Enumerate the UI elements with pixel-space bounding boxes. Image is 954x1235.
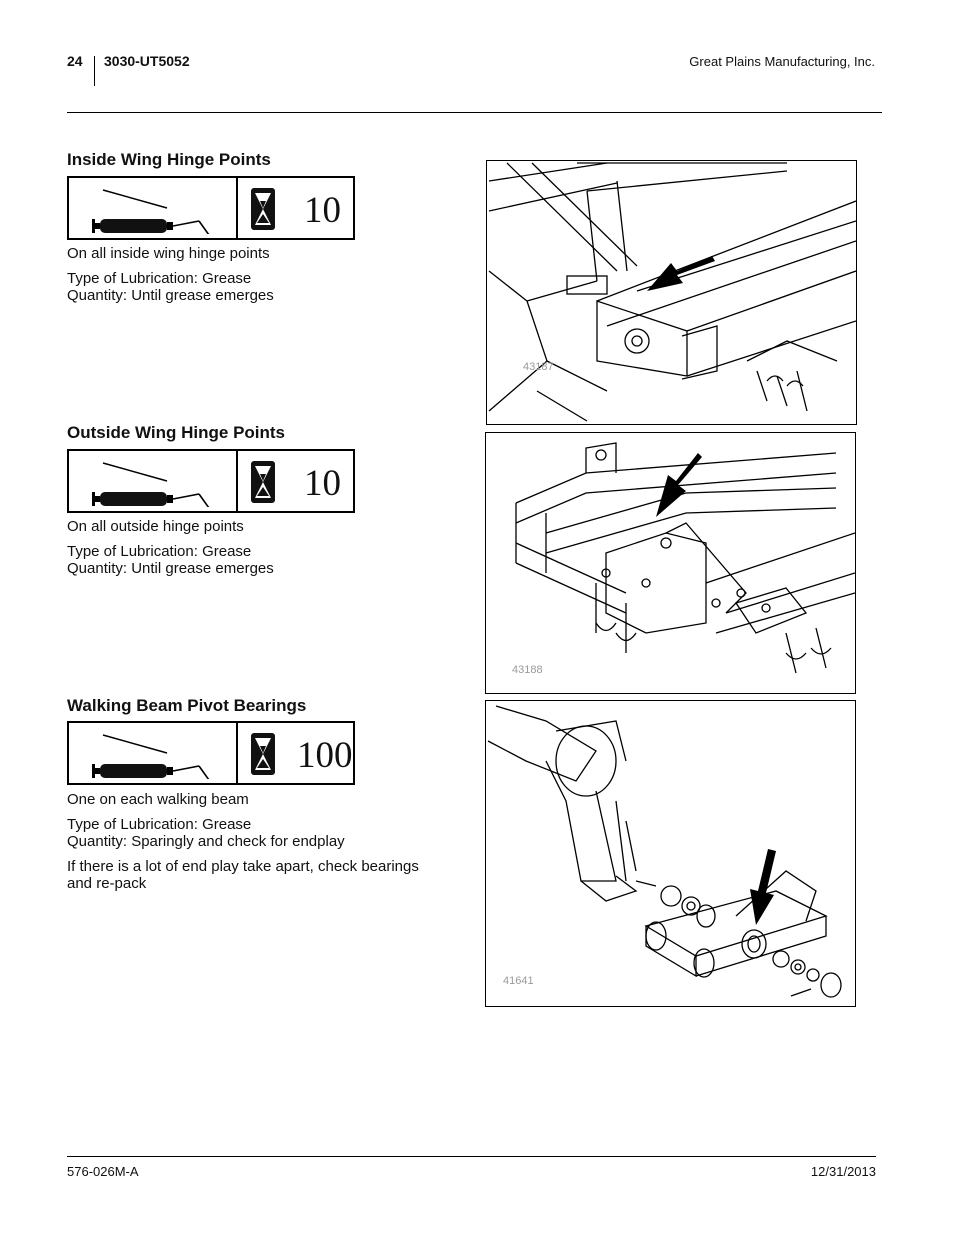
interval-cell: 100 (238, 723, 353, 783)
lube-interval-box: 10 (67, 449, 355, 513)
header-rule (67, 112, 882, 113)
interval-cell: 10 (238, 178, 353, 238)
header-divider (94, 56, 95, 86)
hourglass-icon (251, 733, 275, 775)
publication-date: 12/31/2013 (810, 1164, 876, 1179)
lube-interval-box: 10 (67, 176, 355, 240)
hourglass-icon (251, 461, 275, 503)
footer-rule (67, 1156, 876, 1157)
arrow-icon (750, 849, 776, 925)
interval-value: 10 (304, 463, 341, 504)
company-name: Great Plains Manufacturing, Inc. (689, 54, 875, 69)
arrow-icon (656, 453, 702, 517)
section-title-outside-wing: Outside Wing Hinge Points (67, 423, 286, 442)
figure-number: 41641 (503, 975, 534, 987)
page-number: 24 (67, 53, 83, 69)
interval-value: 10 (304, 190, 341, 231)
location-text: On all inside wing hinge points (67, 245, 270, 262)
lubrication-type-text: Type of Lubrication: Grease (67, 543, 252, 560)
grease-gun-cell (69, 178, 238, 238)
lubrication-type-text: Type of Lubrication: Grease (67, 270, 252, 287)
part-number: 576-026M-A (67, 1164, 139, 1179)
figure-number: 43188 (512, 664, 543, 676)
grease-gun-icon (92, 462, 210, 507)
section-title-walking-beam: Walking Beam Pivot Bearings (67, 696, 307, 715)
quantity-text: Quantity: Sparingly and check for endpla… (67, 833, 345, 850)
location-text: On all outside hinge points (67, 518, 244, 535)
location-text: One on each walking beam (67, 791, 249, 808)
figure-outside-wing-hinge: 43188 (485, 432, 856, 694)
figure-walking-beam: 41641 (485, 700, 856, 1007)
lube-interval-box: 100 (67, 721, 355, 785)
interval-cell: 10 (238, 451, 353, 511)
section-title-inside-wing: Inside Wing Hinge Points (67, 150, 271, 169)
grease-gun-cell (69, 451, 238, 511)
walking-beam-illustration (487, 705, 842, 998)
interval-value: 100 (297, 735, 353, 776)
grease-gun-icon (92, 189, 210, 234)
quantity-text: Quantity: Until grease emerges (67, 287, 274, 304)
hinge-frame-illustration (488, 162, 856, 422)
note-text: If there is a lot of end play take apart… (67, 858, 419, 892)
arrow-icon (647, 256, 715, 291)
hinge-assembly-illustration (515, 442, 855, 674)
grease-gun-icon (92, 734, 210, 779)
quantity-text: Quantity: Until grease emerges (67, 560, 274, 577)
grease-gun-cell (69, 723, 238, 783)
figure-number: 43187 (523, 361, 554, 373)
lubrication-type-text: Type of Lubrication: Grease (67, 816, 252, 833)
figure-inside-wing-hinge: 43187 (486, 160, 857, 425)
hourglass-icon (251, 188, 275, 230)
document-id: 3030-UT5052 (104, 53, 190, 69)
